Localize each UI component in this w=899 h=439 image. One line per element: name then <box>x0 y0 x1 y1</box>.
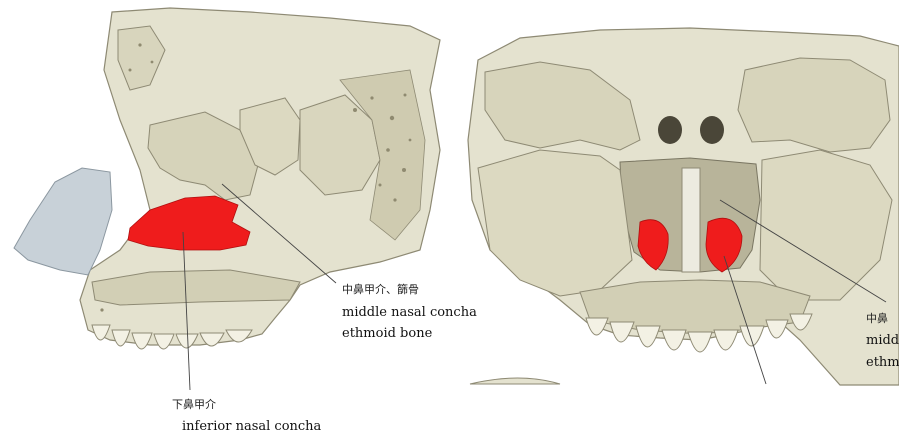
sphenoid-opening-left <box>658 116 682 144</box>
sagittal-skull-section <box>14 8 440 349</box>
left-maxilla <box>478 150 632 296</box>
inferior-nasal-concha-highlight <box>128 196 250 250</box>
nasal-septum <box>682 168 700 272</box>
label-right-middle-concha-en: midd <box>866 333 899 348</box>
frontal-skull-view <box>468 28 899 385</box>
label-inferior-concha-en: inferior nasal concha <box>182 419 322 434</box>
label-middle-concha-jp: 中鼻甲介、篩骨 <box>342 282 419 296</box>
label-middle-concha-en: middle nasal concha <box>342 305 477 320</box>
right-orbit <box>738 58 890 152</box>
label-ethmoid-bone-en: ethmoid bone <box>342 326 433 341</box>
sphenoid-opening-right <box>700 116 724 144</box>
label-right-middle-concha-jp: 中鼻 <box>866 311 888 325</box>
label-inferior-concha-jp: 下鼻甲介 <box>172 397 216 411</box>
mandible-hint <box>470 378 560 384</box>
label-right-ethmoid-en: ethm <box>866 355 899 370</box>
nasal-cartilage <box>14 168 112 275</box>
